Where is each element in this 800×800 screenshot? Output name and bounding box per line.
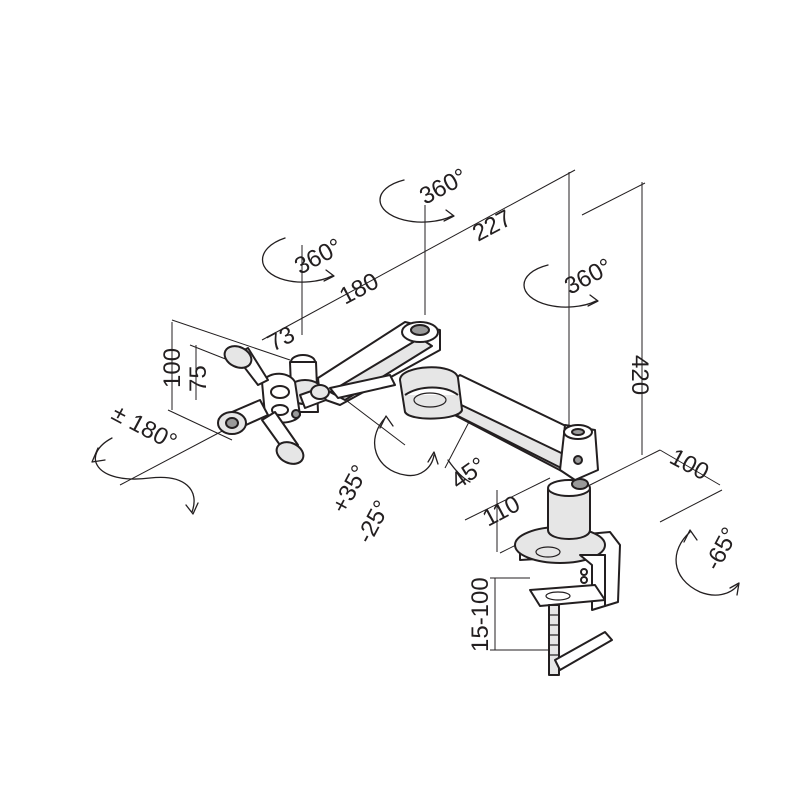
clamp-bolt-2 <box>580 576 588 584</box>
dim-420: 420 <box>626 355 653 395</box>
swing-arrow-head-b <box>729 582 740 596</box>
upper-arm-link <box>329 374 396 399</box>
dim-100-right: 100 <box>665 443 713 486</box>
angle-arm: 45° <box>446 452 491 495</box>
dim-180: 180 <box>335 268 383 311</box>
clamp-handle <box>554 631 613 671</box>
rotation-arrows <box>91 179 740 596</box>
angle-ref-line <box>444 419 471 469</box>
head-screw <box>291 409 301 419</box>
clamp-screw <box>548 604 560 676</box>
pitch-arrow <box>374 417 435 477</box>
right-dim-top <box>589 449 661 486</box>
plate-dim-bottom <box>167 409 233 441</box>
arrow-head-mid <box>443 209 455 222</box>
arm-angle-arc <box>447 459 471 483</box>
height-top-line <box>581 182 646 216</box>
dim-100-top: 100 <box>159 348 186 388</box>
lower-joint-screw <box>573 455 583 465</box>
dimension-lines <box>119 169 723 651</box>
upper-arm <box>317 321 441 406</box>
angle-rot-mid: 360° <box>415 163 472 210</box>
elbow-edge <box>404 386 459 396</box>
elbow-detail <box>413 392 447 408</box>
pitch-arrow-head-b <box>427 451 439 465</box>
vesa-pad-top <box>223 345 253 369</box>
right-dim-100 <box>659 449 721 486</box>
dim-75: 75 <box>185 365 212 392</box>
depth-dim-top <box>464 477 551 521</box>
plate-dim-75-top <box>189 344 229 361</box>
length-dim-line <box>261 169 576 341</box>
post-cap <box>571 478 589 490</box>
arrow-head-head <box>323 269 335 282</box>
upper-joint-cap <box>410 324 430 336</box>
angle-rot-head: 360° <box>290 233 347 280</box>
vesa-pad-bottom <box>275 441 305 465</box>
elbow-joint <box>399 366 463 420</box>
tilt-arrow-head-b <box>185 502 199 515</box>
vesa-pad-left-hole <box>225 417 239 429</box>
pitch-arrow-head-a <box>379 415 394 429</box>
rotate-arrow-head <box>261 237 333 283</box>
swing-arrow-head-a <box>683 529 698 543</box>
head-knob-1 <box>270 385 290 399</box>
angle-tilt: ± 180° <box>107 399 181 455</box>
angle-swing: -65° <box>699 523 744 575</box>
swing-arrow <box>675 531 739 596</box>
vesa-pad-right <box>310 384 330 400</box>
vesa-plate <box>217 345 330 465</box>
dim-15-100: 15-100 <box>467 577 494 652</box>
table-clamp <box>514 526 621 676</box>
dim-73: 73 <box>263 321 299 357</box>
tilt-arrow <box>94 437 195 513</box>
rotate-arrow-base <box>523 264 597 308</box>
clamp-plate-slot <box>545 591 571 601</box>
arm-assembly <box>217 321 621 676</box>
clamp-lower-plate <box>529 584 606 607</box>
dim-110: 110 <box>478 490 524 532</box>
clamp-base-hole <box>535 546 561 558</box>
angle-tilt-down: -25° <box>351 496 396 548</box>
tilt-arrow-head-a <box>91 447 106 463</box>
clamp-bolt-1 <box>580 568 588 576</box>
rotate-arrow-mid <box>379 179 453 223</box>
vertical-post <box>547 478 591 540</box>
plate-dim-top <box>171 319 291 361</box>
right-dim-bottom <box>659 489 723 523</box>
lower-joint-cap <box>571 428 585 436</box>
arrow-head-base <box>587 294 599 307</box>
dim-227: 227 <box>468 205 516 248</box>
